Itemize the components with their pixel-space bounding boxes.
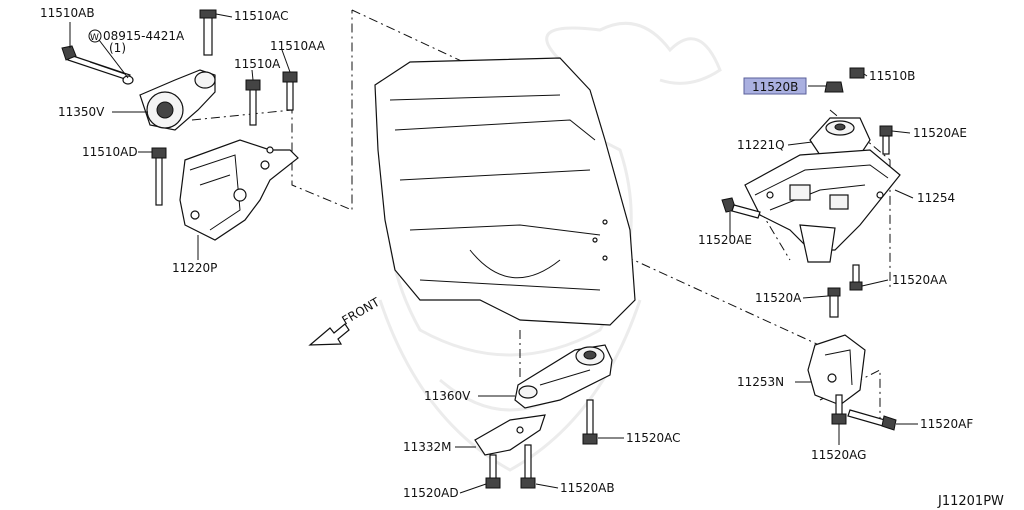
callout-11332M: 11332M	[403, 440, 452, 454]
callout-11520AG: 11520AG	[811, 448, 866, 462]
callout-11510AC: 11510AC	[234, 9, 289, 23]
callout-11510AD: 11510AD	[82, 145, 138, 159]
washer-symbol-icon	[88, 29, 102, 43]
callout-11220P: 11220P	[172, 261, 217, 275]
callout-11520AD-bottom: 11520AD	[403, 486, 459, 500]
callout-11520A: 11520A	[755, 291, 802, 305]
callout-11221Q: 11221Q	[737, 138, 785, 152]
callout-11510A-top: 11510A	[234, 57, 281, 71]
leader-lines	[69, 13, 918, 494]
callout-11350V: 11350V	[58, 105, 105, 119]
washer-symbol-letter: W	[90, 33, 99, 43]
diagram-id: J11201PW	[937, 494, 1004, 509]
callout-08915-4421A: 08915-4421A	[103, 29, 185, 43]
callout-11253N: 11253N	[737, 375, 784, 389]
engine-block	[374, 57, 636, 326]
callout-11520AF: 11520AF	[920, 417, 973, 431]
callout-11520AB-bottom: 11520AB	[560, 481, 615, 495]
callout-11360V: 11360V	[424, 389, 471, 403]
callout-11510B: 11510B	[869, 69, 915, 83]
front-label: FRONT	[340, 295, 383, 328]
highlight-11520B	[743, 77, 807, 95]
callout-11510AB: 11510AB	[40, 6, 95, 20]
front-arrow: FRONT	[308, 295, 383, 346]
callout-11520B[interactable]: 11520B	[752, 80, 798, 94]
callout-08915-qty: (1)	[109, 41, 126, 55]
callout-11520AE-left: 11520AE	[698, 233, 752, 247]
callout-11510AA-top: 11510AA	[270, 39, 326, 53]
left-mount-group	[61, 9, 299, 241]
callout-11520AE-right: 11520AE	[913, 126, 967, 140]
callout-labels: 11510AB W 08915-4421A (1) 11510AC 11510A…	[40, 6, 1004, 509]
lower-mount-group	[474, 344, 613, 489]
callout-11520AC-bottom: 11520AC	[626, 431, 681, 445]
callout-11254: 11254	[917, 191, 955, 205]
callout-11520AA: 11520AA	[892, 273, 948, 287]
right-mount-group	[721, 67, 901, 431]
